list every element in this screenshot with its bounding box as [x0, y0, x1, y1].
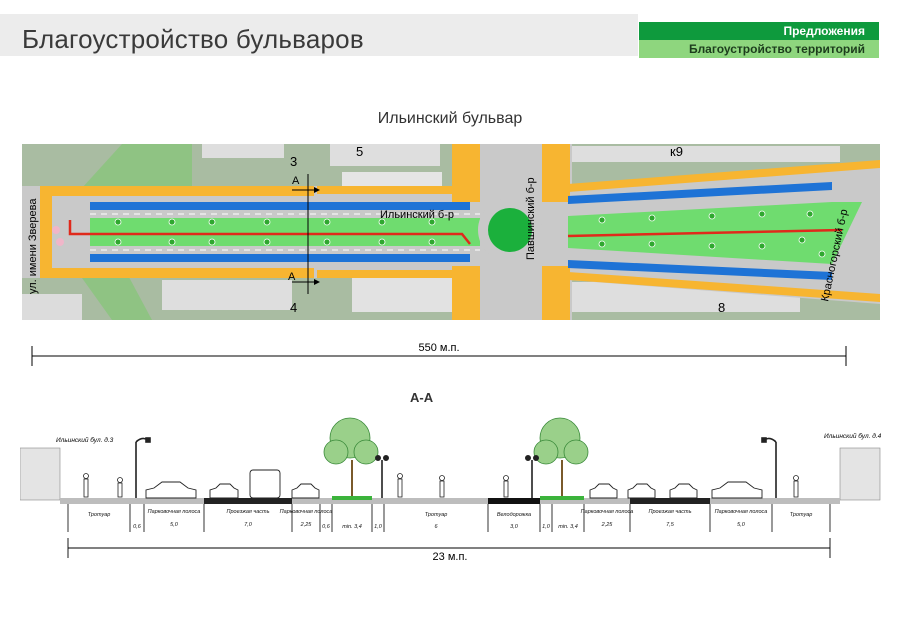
- plan-sidewalk: [317, 270, 467, 278]
- plan-parking: [90, 202, 470, 210]
- segment-label: Проезжая часть: [226, 509, 269, 515]
- segment-value: 2,25: [601, 522, 614, 528]
- segment-value: 5,0: [170, 522, 179, 528]
- segment-value: 0,6: [133, 524, 142, 530]
- plan-green-area: [82, 144, 192, 188]
- plan-roundabout: [488, 208, 532, 252]
- segment-value: 2,25: [300, 522, 313, 528]
- segment-value: 6: [434, 524, 438, 530]
- segment-value: 3,0: [510, 524, 519, 530]
- section-lawn: [332, 496, 372, 500]
- boulevard-plan: А А 3 5 к9 4 8 Ильинский б-р ул. имени З…: [22, 144, 880, 320]
- section-tree: [323, 417, 379, 496]
- plan-sidewalk: [50, 268, 314, 278]
- section-cut-arrow: [314, 187, 320, 193]
- section-pedestrians: [83, 473, 799, 498]
- plan-sidewalk: [568, 272, 880, 302]
- building-number-top-mid: 5: [356, 144, 363, 159]
- segment-label: Проезжая часть: [648, 509, 691, 515]
- street-label-pavshinsky: Павшинский б-р: [525, 177, 537, 260]
- segment-label: Парковочная полоса: [715, 509, 768, 515]
- section-building-right: [839, 447, 881, 501]
- plan-building: [330, 144, 440, 166]
- segment-label: Парковочная полоса: [148, 509, 201, 515]
- plan-building: [22, 294, 82, 320]
- segment-value: 7,0: [244, 522, 253, 528]
- page-title: Благоустройство бульваров: [22, 24, 364, 54]
- segment-value: 7,5: [666, 522, 675, 528]
- building-number-top-right: к9: [670, 144, 683, 159]
- segment-value: min. 3,4: [558, 524, 578, 530]
- section-bike-lane: [488, 498, 540, 504]
- plan-length-dimension: 550 м.п.: [31, 342, 847, 366]
- plan-length-label: 550 м.п.: [418, 342, 459, 354]
- plan-sidewalk: [452, 144, 480, 202]
- section-carriageway: [204, 498, 292, 504]
- plan-building: [570, 146, 840, 162]
- plan-flowerbed: [52, 226, 60, 234]
- section-tag-primary: Предложения: [639, 22, 879, 40]
- plan-building: [342, 172, 442, 186]
- section-ground: [60, 498, 840, 504]
- plan-flowerbed: [56, 238, 64, 246]
- header: Благоустройство бульваров Предложения Бл…: [0, 14, 900, 58]
- plan-title: Ильинский бульвар: [377, 110, 523, 127]
- header-band: [0, 14, 638, 56]
- segment-value: 5,0: [737, 522, 746, 528]
- street-label-ilyinsky: Ильинский б-р: [380, 209, 454, 221]
- plan-sidewalk: [568, 160, 880, 192]
- plan-sidewalk: [50, 186, 314, 196]
- building-number-bottom-right: 8: [718, 300, 725, 315]
- section-building-left: [20, 447, 61, 501]
- segment-label: Велодорожка: [497, 512, 531, 518]
- cross-section: Ильинский бул. д.3 Ильинский бул. д.4: [20, 417, 882, 563]
- segment-label: Тротуар: [790, 512, 813, 518]
- segment-value: min. 3,4: [342, 524, 362, 530]
- segment-label: Парковочная полоса: [280, 509, 333, 515]
- plan-trees: [114, 210, 826, 258]
- section-street-lamp: [135, 437, 777, 498]
- section-carriageway: [630, 498, 710, 504]
- plan-parking: [568, 260, 832, 280]
- segment-value: 0,6: [322, 524, 331, 530]
- section-cut-label-bottom: А: [288, 271, 296, 283]
- plan-parking: [568, 182, 832, 204]
- segment-value: 1,0: [542, 524, 551, 530]
- street-label-zvereva: ул. имени Зверева: [27, 198, 39, 294]
- section-cut-label-top: А: [292, 175, 300, 187]
- plan-lawn: [90, 218, 480, 246]
- plan-sidewalk: [542, 144, 570, 202]
- segment-label: Тротуар: [425, 512, 448, 518]
- building-number-bottom-left: 4: [290, 300, 297, 315]
- plan-parking: [90, 254, 470, 262]
- section-tree: [533, 417, 589, 496]
- plan-sidewalk: [40, 186, 52, 278]
- section-cars: [145, 469, 763, 499]
- plan-sidewalk: [452, 266, 480, 320]
- segment-label: Тротуар: [88, 512, 111, 518]
- building-number-top-left: 3: [290, 154, 297, 169]
- section-tag-secondary: Благоустройство территорий: [639, 40, 879, 58]
- segment-label: Парковочная полоса: [581, 509, 634, 515]
- plan-building: [202, 144, 284, 158]
- plan-building: [162, 280, 292, 310]
- plan-sidewalk: [317, 186, 467, 194]
- section-title: А-А: [410, 390, 434, 405]
- section-dimension-ticks: [67, 504, 831, 532]
- section-building-left-label: Ильинский бул. д.3: [56, 436, 114, 444]
- section-building-right-label: Ильинский бул. д.4: [824, 432, 882, 440]
- plan-bike-lane: [68, 220, 471, 245]
- plan-bike-lane: [567, 228, 843, 238]
- section-lawn: [540, 496, 584, 500]
- plan-sidewalk: [542, 266, 570, 320]
- section-total-width-label: 23 м.п.: [433, 551, 468, 563]
- section-cut-arrow: [314, 279, 320, 285]
- segment-value: 1,0: [374, 524, 383, 530]
